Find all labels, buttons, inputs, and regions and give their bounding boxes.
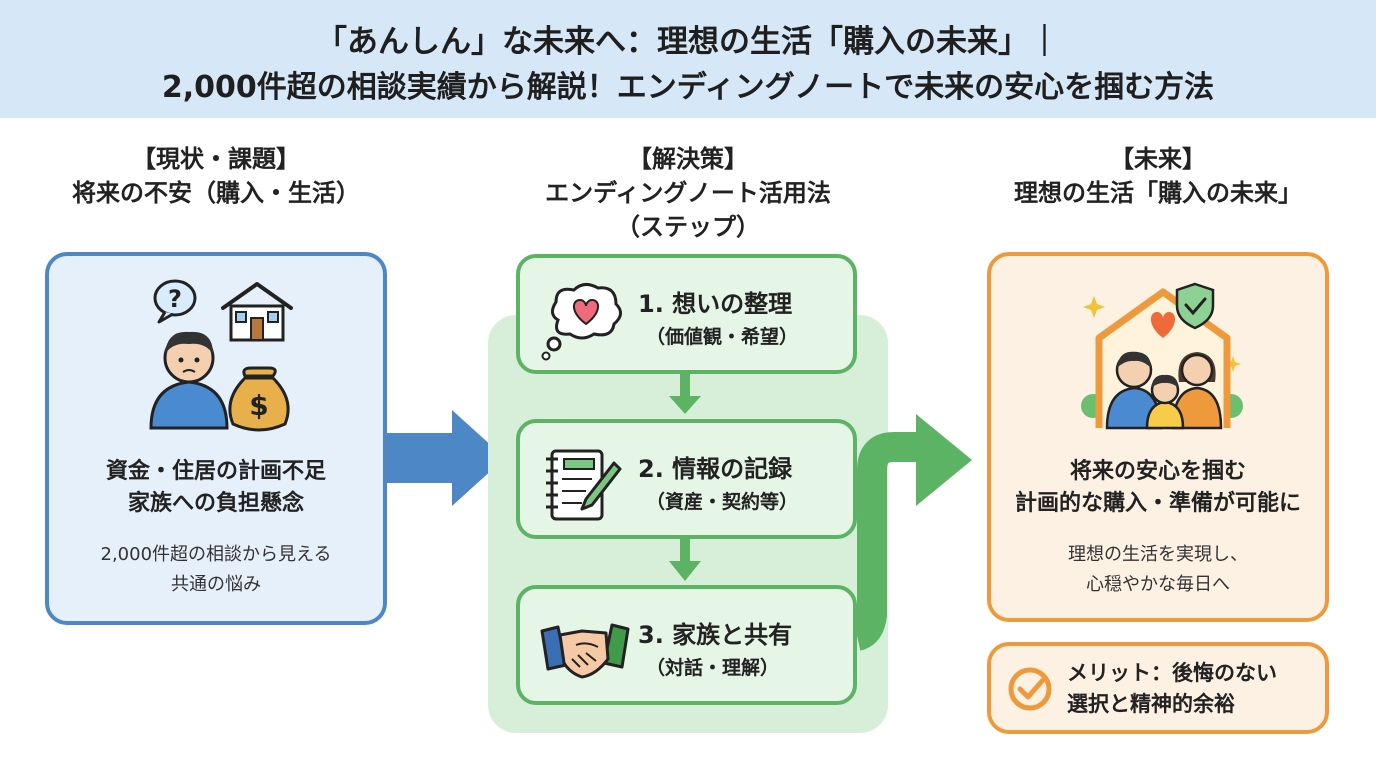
issues-note: 2,000件超の相談から見える 共通の悩み — [49, 540, 383, 600]
issues-summary: 資金・住居の計画不足 家族への負担懸念 — [49, 456, 383, 520]
left-title-line1: 【現状・課題】 — [132, 145, 300, 173]
future-summary: 将来の安心を掴む 計画的な購入・準備が可能に — [991, 456, 1325, 520]
middle-column-title: 【解決策】 エンディングノート活用法 （ステップ） — [488, 142, 888, 244]
step-2-title: 2. 情報の記録 — [638, 455, 793, 483]
family-house-icon — [1081, 282, 1243, 430]
future-note: 理想の生活を実現し、 心穏やかな毎日へ — [991, 540, 1325, 600]
future-note-line1: 理想の生活を実現し、 — [1068, 544, 1248, 565]
future-note-line2: 心穏やかな毎日へ — [1086, 574, 1230, 595]
left-title-line2: 将来の不安（購入・生活） — [72, 179, 360, 207]
notebook-pen-icon — [546, 449, 622, 521]
right-title-line1: 【未来】 — [1110, 145, 1206, 173]
right-title-line2: 理想の生活「購入の未来」 — [1014, 179, 1302, 207]
merit-line1: メリット：後悔のない — [1067, 661, 1277, 685]
checkmark-circle-icon — [1008, 667, 1052, 711]
future-line2: 計画的な購入・準備が可能に — [1014, 491, 1301, 516]
merit-text: メリット：後悔のない 選択と精神的余裕 — [1067, 658, 1323, 720]
issue-note-line2: 共通の悩み — [171, 574, 261, 595]
question-mark-text: ? — [168, 285, 182, 313]
worried-person-icon: ? $ — [149, 279, 293, 432]
merit-line2: 選択と精神的余裕 — [1067, 692, 1235, 716]
merit-card: メリット：後悔のない 選択と精神的余裕 — [987, 642, 1329, 734]
current-issues-card: ? $ 資金・住居の計画不足 家族への負担懸念 2,000件超の相談から見える … — [45, 252, 387, 625]
step-3-subtitle: （対話・理解） — [646, 657, 780, 679]
handshake-icon — [540, 623, 630, 679]
left-column-title: 【現状・課題】 将来の不安（購入・生活） — [45, 142, 387, 210]
middle-title-line2: エンディングノート活用法 — [545, 179, 831, 207]
step-3-title: 3. 家族と共有 — [638, 621, 793, 649]
issue-note-line1: 2,000件超の相談から見える — [100, 544, 332, 565]
middle-title-line3: （ステップ） — [616, 213, 760, 241]
page-title-line2: 2,000件超の相談実績から解説！エンディングノートで未来の安心を掴む方法 — [161, 70, 1215, 105]
issue-line2: 家族への負担懸念 — [127, 491, 304, 516]
page-title-line1: 「あんしん」な未来へ：理想の生活「購入の未来」｜ — [316, 24, 1060, 60]
dollar-sign-text: $ — [249, 389, 268, 422]
future-line1: 将来の安心を掴む — [1069, 459, 1246, 484]
thought-heart-icon — [541, 283, 622, 361]
step-1-card: 1. 想いの整理 （価値観・希望） — [516, 254, 857, 374]
step-1-title: 1. 想いの整理 — [638, 290, 793, 318]
middle-title-line1: 【解決策】 — [628, 145, 748, 173]
header-banner: 「あんしん」な未来へ：理想の生活「購入の未来」｜ 2,000件超の相談実績から解… — [0, 0, 1376, 118]
down-arrow-icon-1 — [669, 374, 701, 414]
step-1-subtitle: （価値観・希望） — [646, 326, 799, 348]
step-3-card: 3. 家族と共有 （対話・理解） — [516, 585, 857, 705]
future-card: 将来の安心を掴む 計画的な購入・準備が可能に 理想の生活を実現し、 心穏やかな毎… — [987, 252, 1329, 622]
right-column-title: 【未来】 理想の生活「購入の未来」 — [987, 142, 1329, 210]
step-2-subtitle: （資産・契約等） — [646, 491, 799, 513]
step-2-card: 2. 情報の記録 （資産・契約等） — [516, 419, 857, 539]
down-arrow-icon-2 — [669, 539, 701, 581]
issue-line1: 資金・住居の計画不足 — [105, 459, 326, 484]
